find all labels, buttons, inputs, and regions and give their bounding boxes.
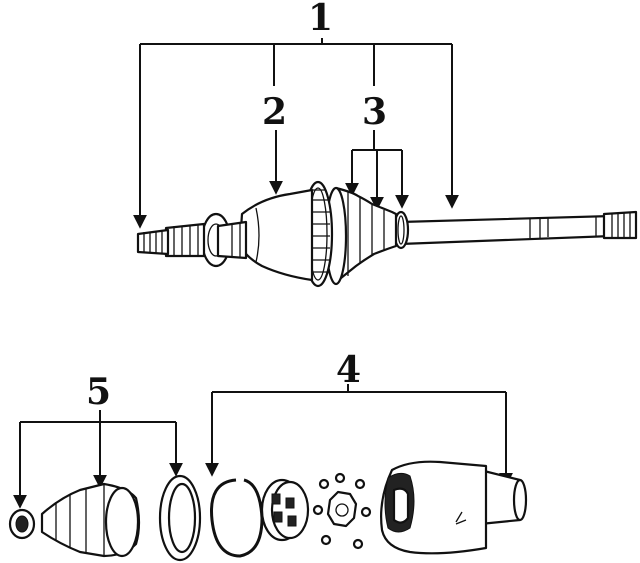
large-clamp	[158, 474, 202, 562]
bearing-cage	[260, 478, 310, 542]
callout-3: 3	[362, 91, 387, 133]
small-clamp	[8, 508, 36, 540]
balls-and-inner-race	[312, 472, 372, 550]
boot	[40, 482, 141, 558]
callout-4-leaders	[205, 384, 513, 487]
callout-2: 2	[262, 91, 287, 133]
callout-3-leaders	[345, 130, 409, 211]
callout-5: 5	[86, 371, 111, 413]
callout-1: 1	[308, 0, 333, 39]
drive-axle-assembly	[136, 180, 638, 288]
inner-cv-housing	[380, 460, 528, 555]
callout-1-leaders	[133, 38, 459, 229]
snap-ring	[210, 478, 264, 558]
callout-5-leaders	[13, 410, 183, 509]
